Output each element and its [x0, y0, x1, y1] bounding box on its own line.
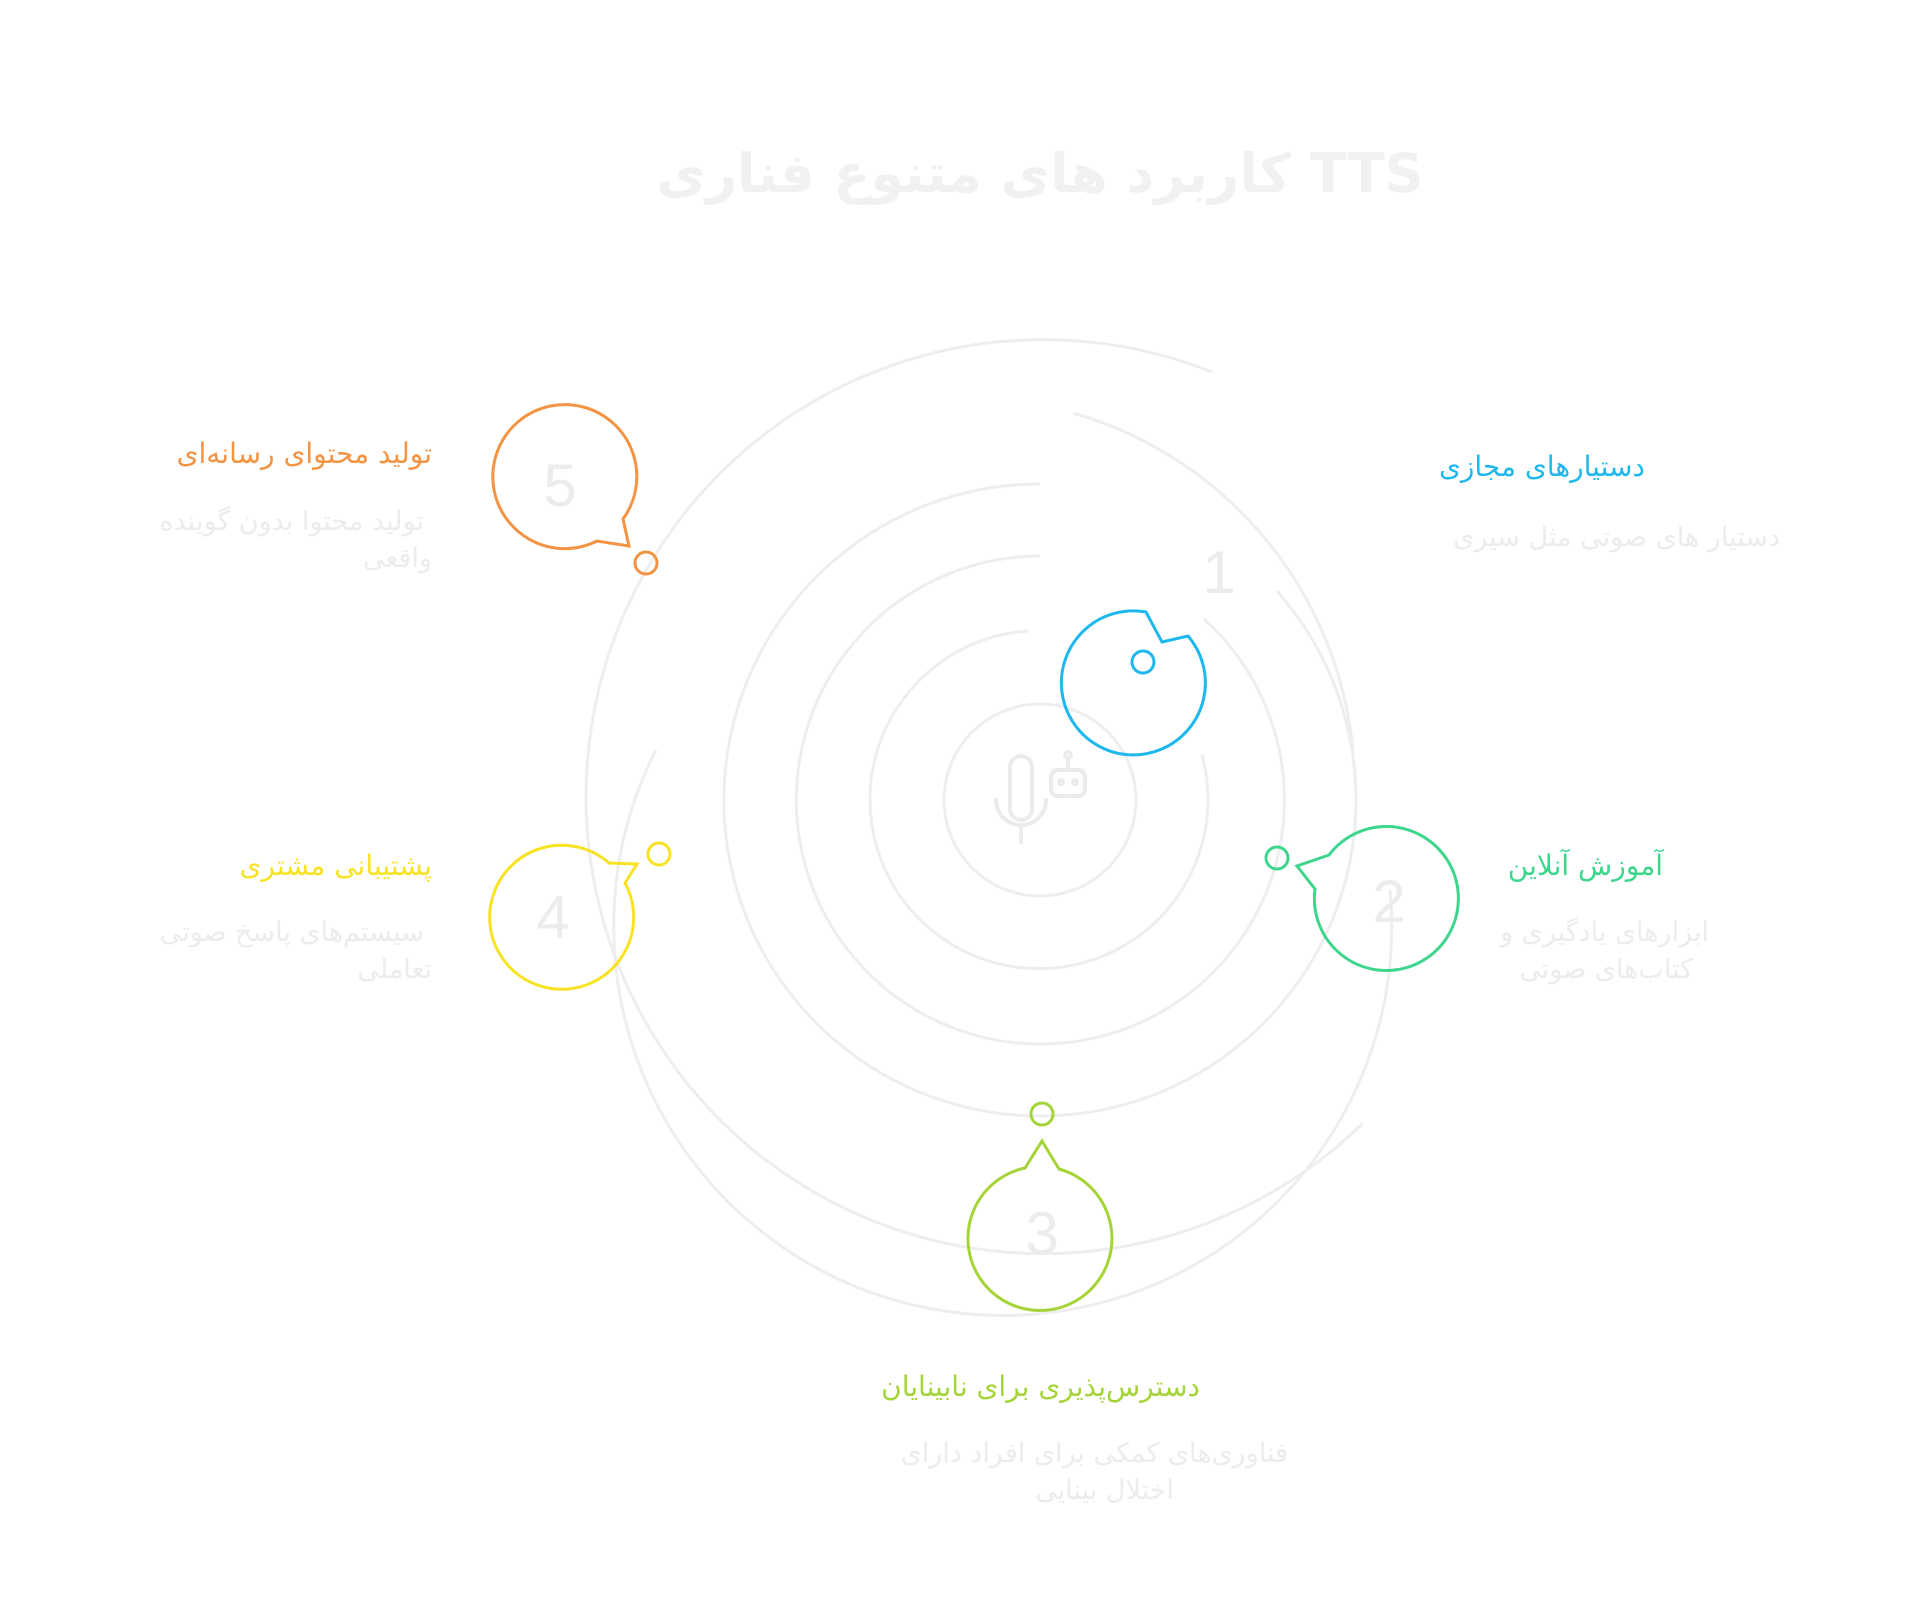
item-4-label: پشتیبانی مشتری: [240, 849, 432, 882]
item-3-label: دسترس‌پذیری برای نابینایان: [881, 1370, 1200, 1403]
item-5: 5 تولید محتوای رسانه‌ای تولید محتوا بدون…: [159, 403, 659, 576]
item-2-dot: [1264, 845, 1290, 871]
diagram-title: کاربرد های متنوع فناری TTS: [656, 142, 1423, 205]
item-1-desc-line-1: دستیار های صوتی مثل سیری: [1453, 522, 1780, 553]
item-4-bubble: [488, 843, 640, 991]
item-1: 1 دستیارهای مجازی دستیار های صوتی مثل سی…: [1059, 450, 1780, 757]
item-5-bubble: [491, 403, 639, 551]
item-1-dot: [1130, 649, 1156, 675]
item-1-number: 1: [1202, 539, 1235, 606]
ring-4b: [612, 749, 1394, 1317]
ring-4: [1072, 411, 1355, 752]
item-3-desc-line-2: اختلال بینایی: [1035, 1475, 1174, 1506]
microphone-robot-icon: [994, 750, 1087, 844]
item-5-dot: [633, 550, 659, 576]
ring-1: [868, 629, 1210, 971]
item-2-bubble: [1294, 825, 1460, 972]
item-3: 3 دسترس‌پذیری برای نابینایان فناوری‌های …: [881, 1101, 1288, 1506]
item-2-desc-line-1: ابزارهای یادگیری و: [1498, 916, 1709, 948]
ring-center: [942, 702, 1138, 898]
item-4: 4 پشتیبانی مشتری سیستم‌های پاسخ صوتی تعا…: [160, 841, 672, 991]
ring-2: [794, 554, 1286, 1046]
concentric-rings: [584, 338, 1394, 1317]
item-4-desc-line-1: سیستم‌های پاسخ صوتی: [160, 917, 424, 948]
item-3-bubble: [966, 1138, 1114, 1312]
item-4-desc-line-2: تعاملی: [357, 954, 432, 985]
item-5-number: 5: [543, 452, 576, 519]
item-1-bubble: [1059, 609, 1207, 757]
item-2-number: 2: [1372, 868, 1405, 935]
item-5-desc-line-2: واقعی: [363, 543, 432, 574]
item-5-label: تولید محتوای رسانه‌ای: [177, 437, 432, 470]
item-3-dot: [1029, 1101, 1055, 1127]
item-2-desc-line-2: کتاب‌های صوتی: [1519, 954, 1693, 985]
item-4-number: 4: [536, 884, 569, 951]
item-2: 2 آموزش آنلاین ابزارهای یادگیری و کتاب‌ه…: [1264, 825, 1709, 985]
item-1-label: دستیارهای مجازی: [1439, 450, 1645, 483]
item-3-desc-line-1: فناوری‌های کمکی برای افراد دارای: [901, 1438, 1288, 1469]
item-4-dot: [646, 841, 672, 867]
item-5-desc-line-1: تولید محتوا بدون گوینده: [159, 505, 424, 537]
item-2-label: آموزش آنلاین: [1508, 849, 1664, 882]
ring-5: [584, 338, 1365, 1256]
item-3-number: 3: [1025, 1200, 1058, 1267]
ring-3: [722, 482, 1358, 1118]
